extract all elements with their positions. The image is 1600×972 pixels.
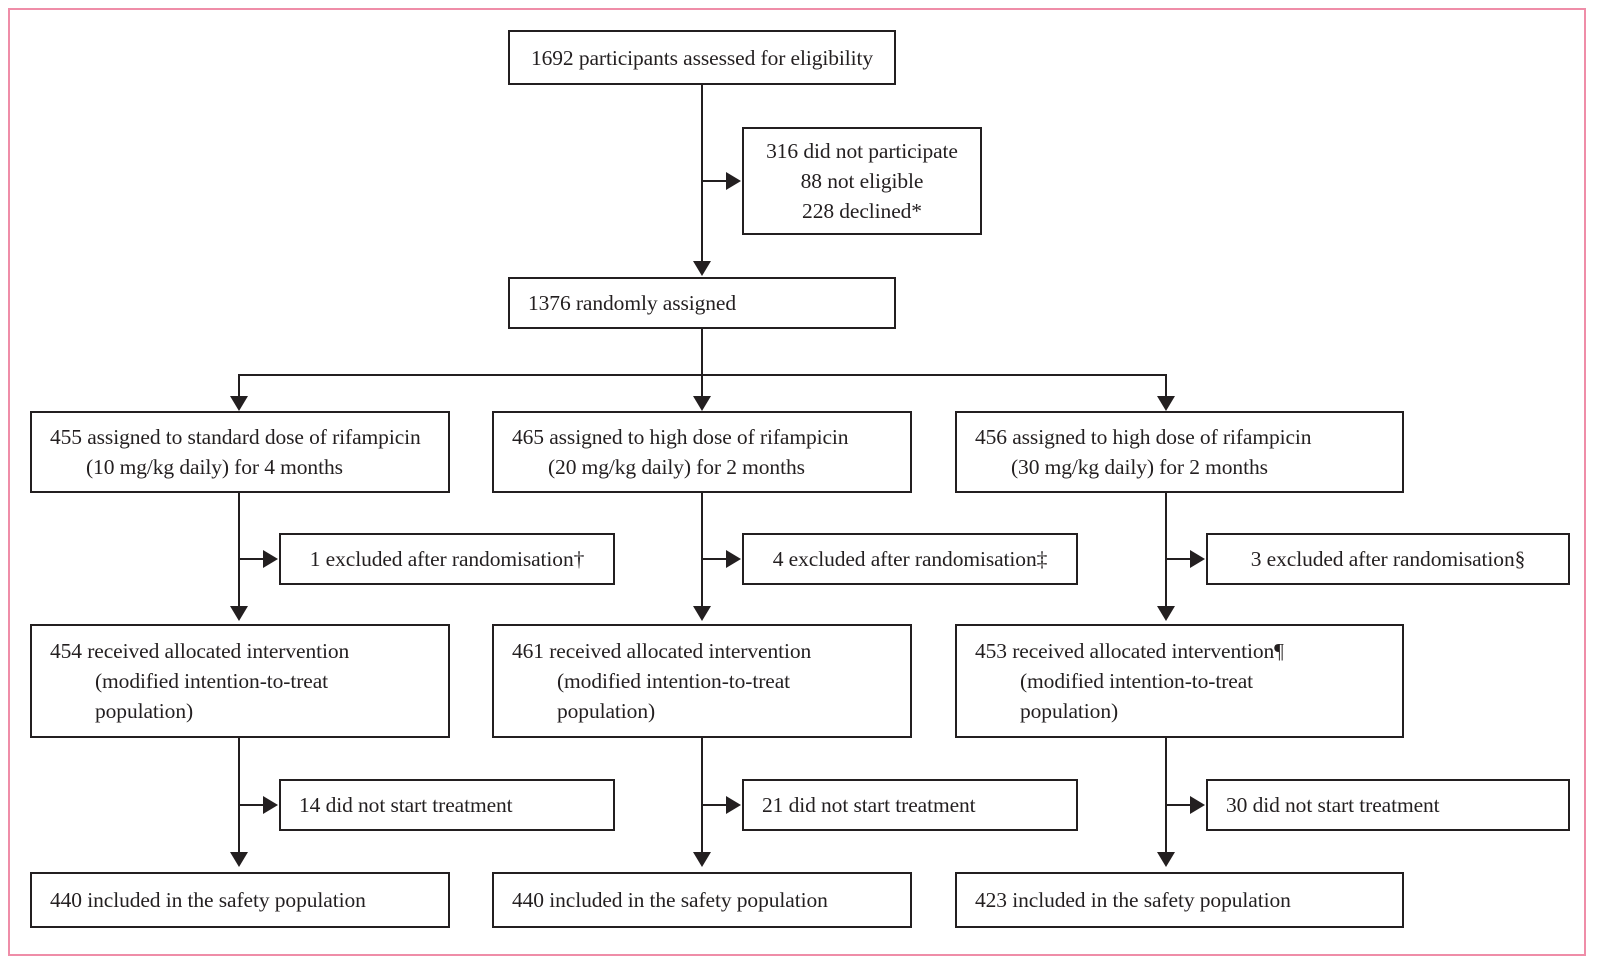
arrowhead-arm1-to-excluded (263, 550, 278, 568)
node-arm1-received-line1: 454 received allocated intervention (50, 639, 350, 663)
node-arm2-received: 461 received allocated intervention (mod… (492, 624, 912, 738)
node-arm3-received-line3: population) (1020, 699, 1119, 723)
arrowhead-to-arm2 (693, 396, 711, 411)
node-arm3-excluded-line1: 3 excluded after randomisation§ (1250, 547, 1526, 571)
arrowhead-arm1-to-received (230, 606, 248, 621)
node-arm3-nostart: 30 did not start treatment (1206, 779, 1570, 831)
arrowhead-arm2-to-excluded (726, 550, 741, 568)
node-eligibility: 1692 participants assessed for eligibili… (508, 30, 896, 85)
node-arm3-received-line2: (modified intention-to-treat (1020, 669, 1254, 693)
node-arm1-assigned-line2: (10 mg/kg daily) for 4 months (86, 455, 343, 479)
arrowhead-arm3-to-nostart (1190, 796, 1205, 814)
connector-arm2-to-nostart (701, 804, 729, 806)
node-arm3-safety: 423 included in the safety population (955, 872, 1404, 928)
connector-arm3-received-to-safety (1165, 738, 1167, 852)
node-not-participate-line3: 228 declined* (802, 199, 922, 223)
node-arm2-excluded-line1: 4 excluded after randomisation‡ (772, 547, 1048, 571)
arrowhead-arm1-to-safety (230, 852, 248, 867)
connector-arm2-to-excluded (701, 558, 729, 560)
connector-arm1-to-excluded (238, 558, 266, 560)
node-arm1-received: 454 received allocated intervention (mod… (30, 624, 450, 738)
arrowhead-arm2-to-received (693, 606, 711, 621)
node-arm1-received-line2: (modified intention-to-treat (95, 669, 329, 693)
node-arm2-assigned-line2: (20 mg/kg daily) for 2 months (548, 455, 805, 479)
node-arm1-safety: 440 included in the safety population (30, 872, 450, 928)
connector-branch-middle (701, 374, 703, 397)
connector-eligibility-to-randomised (701, 85, 703, 261)
connector-arm3-to-excluded (1165, 558, 1193, 560)
node-not-participate-line2: 88 not eligible (800, 169, 924, 193)
node-arm1-assigned-line1: 455 assigned to standard dose of rifampi… (50, 425, 421, 449)
arrowhead-arm3-to-received (1157, 606, 1175, 621)
arrowhead-to-arm3 (1157, 396, 1175, 411)
connector-branch-left (238, 374, 240, 397)
connector-arm2-assigned-to-received (701, 493, 703, 606)
arrowhead-to-arm1 (230, 396, 248, 411)
connector-arm3-to-nostart (1165, 804, 1193, 806)
node-eligibility-line1: 1692 participants assessed for eligibili… (530, 45, 874, 70)
node-arm1-nostart-line1: 14 did not start treatment (299, 793, 513, 817)
node-not-participate: 316 did not participate 88 not eligible … (742, 127, 982, 235)
node-arm2-received-line1: 461 received allocated intervention (512, 639, 812, 663)
node-arm1-received-line3: population) (95, 699, 194, 723)
connector-arm1-to-nostart (238, 804, 266, 806)
node-arm1-safety-line1: 440 included in the safety population (50, 888, 366, 912)
node-arm2-nostart: 21 did not start treatment (742, 779, 1078, 831)
node-arm2-excluded: 4 excluded after randomisation‡ (742, 533, 1078, 585)
connector-arm2-received-to-safety (701, 738, 703, 852)
arrowhead-arm3-to-safety (1157, 852, 1175, 867)
node-arm1-assigned: 455 assigned to standard dose of rifampi… (30, 411, 450, 493)
node-arm3-assigned-line1: 456 assigned to high dose of rifampicin (975, 425, 1312, 449)
node-not-participate-line1: 316 did not participate (766, 139, 958, 163)
node-arm2-safety: 440 included in the safety population (492, 872, 912, 928)
arrowhead-arm1-to-nostart (263, 796, 278, 814)
node-arm2-received-line3: population) (557, 699, 656, 723)
node-arm3-excluded: 3 excluded after randomisation§ (1206, 533, 1570, 585)
node-arm3-safety-line1: 423 included in the safety population (975, 888, 1291, 912)
node-arm2-assigned-line1: 465 assigned to high dose of rifampicin (512, 425, 849, 449)
arrowhead-arm2-to-nostart (726, 796, 741, 814)
node-arm2-safety-line1: 440 included in the safety population (512, 888, 828, 912)
connector-arm1-assigned-to-received (238, 493, 240, 606)
connector-to-not-participate (701, 180, 729, 182)
connector-arm1-received-to-safety (238, 738, 240, 852)
node-arm3-assigned: 456 assigned to high dose of rifampicin … (955, 411, 1404, 493)
connector-branch-right (1165, 374, 1167, 397)
node-arm3-received-line1: 453 received allocated intervention¶ (975, 639, 1284, 663)
connector-randomised-down (701, 329, 703, 375)
arrowhead-to-not-participate (726, 172, 741, 190)
node-arm2-nostart-line1: 21 did not start treatment (762, 793, 976, 817)
node-arm3-nostart-line1: 30 did not start treatment (1226, 793, 1440, 817)
node-randomised: 1376 randomly assigned (508, 277, 896, 329)
connector-arm3-assigned-to-received (1165, 493, 1167, 606)
node-arm2-assigned: 465 assigned to high dose of rifampicin … (492, 411, 912, 493)
node-arm3-assigned-line2: (30 mg/kg daily) for 2 months (1011, 455, 1268, 479)
arrowhead-to-randomised (693, 261, 711, 276)
node-arm2-received-line2: (modified intention-to-treat (557, 669, 791, 693)
node-arm1-excluded-line1: 1 excluded after randomisation† (309, 547, 585, 571)
node-randomised-line1: 1376 randomly assigned (528, 291, 736, 315)
arrowhead-arm3-to-excluded (1190, 550, 1205, 568)
arrowhead-arm2-to-safety (693, 852, 711, 867)
node-arm1-nostart: 14 did not start treatment (279, 779, 615, 831)
node-arm1-excluded: 1 excluded after randomisation† (279, 533, 615, 585)
node-arm3-received: 453 received allocated intervention¶ (mo… (955, 624, 1404, 738)
